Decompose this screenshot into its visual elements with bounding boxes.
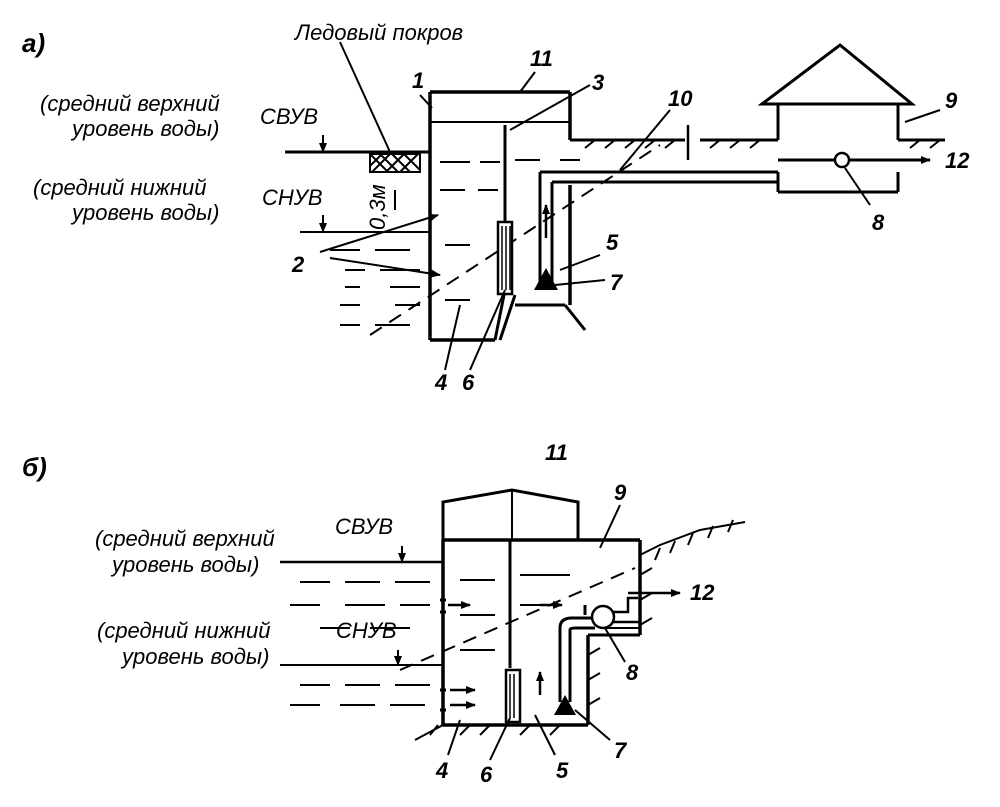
lower-level-desc-a-2: уровень воды) [70,200,219,225]
lower-level-desc-b-2: уровень воды) [120,644,269,669]
suction-cone-a [534,268,558,290]
leader-lines-b [447,504,626,761]
ice-cover [369,153,421,173]
lower-level-abbr-a: СНУВ [262,185,323,210]
section-label-b: б) [22,452,47,482]
intake-well-a [428,90,685,342]
label-7-a: 7 [610,270,624,295]
label-7-b: 7 [614,738,628,763]
section-label-a: а) [22,28,45,58]
label-4-a: 4 [434,370,447,395]
label-11-b: 11 [545,440,568,465]
lower-level-abbr-b: СНУВ [336,618,397,643]
pump-station-a [686,43,945,194]
label-3-a: 3 [592,70,604,95]
ice-cover-label: Ледовый покров [293,20,463,45]
upper-level-desc-a-1: (средний верхний [40,91,220,116]
bank-slope-line-a [369,144,661,336]
lower-level-desc-a-1: (средний нижний [33,175,206,200]
intake-well-b [414,519,746,741]
label-1-a: 1 [412,68,424,93]
pump-assembly-b [536,589,681,715]
pump-b [590,604,616,630]
upper-level-desc-b-2: уровень воды) [110,552,259,577]
diagram-a: а) [22,20,970,395]
label-5-a: 5 [606,230,619,255]
label-6-b: 6 [480,762,493,787]
label-8-b: 8 [626,660,639,685]
diagram-b: б) [22,440,746,787]
label-5-b: 5 [556,758,569,783]
screen-b [440,598,522,724]
label-12-a: 12 [945,148,970,173]
water-b [280,560,636,706]
level-markers-a [319,135,396,233]
level-markers-b [394,546,406,666]
label-8-a: 8 [872,210,885,235]
depth-label: 0,3м [365,184,390,230]
pump-a [833,151,851,169]
upper-level-abbr-a: СВУВ [260,104,318,129]
upper-level-desc-b-1: (средний верхний [95,526,275,551]
label-2-a: 2 [291,252,305,277]
label-4-b: 4 [435,758,448,783]
lower-level-desc-b-1: (средний нижний [97,618,270,643]
label-11-a: 11 [530,46,553,71]
suction-pipe-a [534,170,778,290]
leader-lines-a [319,41,941,371]
roof-b [441,488,580,540]
label-10-a: 10 [668,86,693,111]
label-6-a: 6 [462,370,475,395]
upper-level-abbr-b: СВУВ [335,514,393,539]
upper-level-desc-a-2: уровень воды) [70,116,219,141]
screen-a [496,220,514,296]
label-9-a: 9 [945,88,958,113]
label-12-b: 12 [690,580,715,605]
label-9-b: 9 [614,480,627,505]
